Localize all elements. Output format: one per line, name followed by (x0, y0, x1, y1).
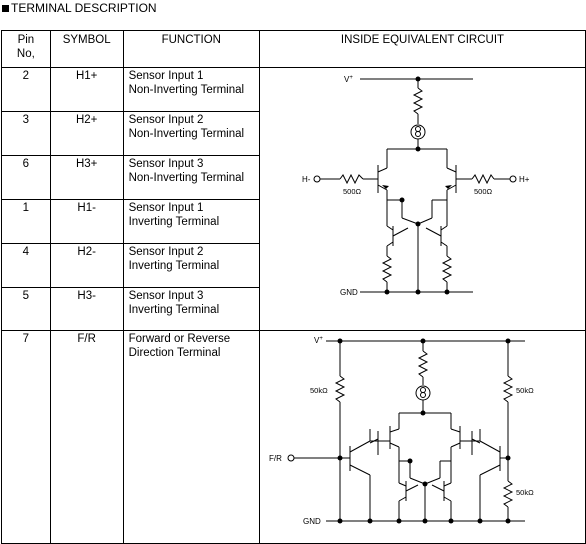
symbol-cell: H1+ (49, 67, 124, 112)
vplus-label: V+ (314, 336, 323, 345)
function-line2: Inverting Terminal (128, 216, 220, 228)
pin-cell: 1 (1, 199, 51, 244)
function-line2: Non-Inverting Terminal (128, 128, 245, 140)
function-line1: Sensor Input 3 (128, 158, 204, 170)
pin-cell: 5 (1, 287, 51, 331)
header-symbol: SYMBOL (49, 30, 124, 68)
function-cell: Sensor Input 2 Inverting Terminal (122, 243, 260, 288)
fr-terminal-label: F/R (269, 454, 282, 463)
function-line1: Sensor Input 2 (128, 246, 204, 258)
resistor-right-bottom-label: 50kΩ (516, 488, 534, 497)
symbol-cell: F/R (49, 330, 124, 544)
circuit-cell-sensor: V+ H- H+ 500Ω 500Ω GND (258, 67, 586, 331)
function-line2: Non-Inverting Terminal (128, 172, 245, 184)
function-line1: Forward or Reverse (128, 333, 231, 345)
gnd-label: GND (303, 517, 321, 526)
table-row: 6 H3+ Sensor Input 3 Non-Inverting Termin… (1, 155, 586, 200)
pin-cell: 6 (1, 155, 51, 200)
resistor-left-label: 500Ω (343, 187, 362, 196)
function-line1: Sensor Input 1 (128, 202, 204, 214)
symbol-cell: H3+ (49, 155, 124, 200)
pin-cell: 4 (1, 243, 51, 288)
square-bullet-icon (2, 5, 9, 12)
header-circuit: INSIDE EQUIVALENT CIRCUIT (258, 30, 586, 68)
resistor-right-label: 500Ω (474, 187, 493, 196)
pin-cell: 3 (1, 111, 51, 156)
table-row: 5 H3- Sensor Input 3 Inverting Terminal (1, 287, 586, 331)
gnd-label: GND (340, 288, 358, 297)
table-row: 4 H2- Sensor Input 2 Inverting Terminal (1, 243, 586, 288)
function-line1: Sensor Input 3 (128, 290, 204, 302)
symbol-cell: H2- (49, 243, 124, 288)
h-minus-label: H- (302, 175, 311, 184)
section-title: TERMINAL DESCRIPTION (2, 1, 157, 15)
sensor-input-equivalent-circuit: V+ H- H+ 500Ω 500Ω GND (302, 75, 530, 297)
function-line1: Sensor Input 2 (128, 114, 204, 126)
pin-cell: 2 (1, 67, 51, 112)
pin-cell: 7 (1, 330, 51, 544)
function-line2: Direction Terminal (128, 347, 221, 359)
header-function: FUNCTION (122, 30, 260, 68)
table-row: 1 H1- Sensor Input 1 Inverting Terminal (1, 199, 586, 244)
function-cell: Sensor Input 2 Non-Inverting Terminal (122, 111, 260, 156)
function-cell: Sensor Input 1 Inverting Terminal (122, 199, 260, 244)
resistor-right-top-label: 50kΩ (516, 386, 534, 395)
vplus-label: V+ (344, 75, 353, 84)
function-line1: Sensor Input 1 (128, 70, 204, 82)
h-plus-label: H+ (519, 175, 530, 184)
resistor-left-label: 50kΩ (310, 386, 328, 395)
fr-equivalent-circuit: V+ 50kΩ 50kΩ 50kΩ F/R GND (269, 336, 534, 526)
function-cell: Sensor Input 1 Non-Inverting Terminal (122, 67, 260, 112)
function-line2: Inverting Terminal (128, 260, 220, 272)
circuit-cell-fr: V+ 50kΩ 50kΩ 50kΩ F/R GND (258, 330, 586, 544)
header-pin-line2: No, (16, 48, 35, 60)
function-line2: Inverting Terminal (128, 304, 220, 316)
function-cell: Sensor Input 3 Non-Inverting Terminal (122, 155, 260, 200)
table-row: 2 H1+ Sensor Input 1 Non-Inverting Termin… (1, 67, 586, 331)
header-pin-line1: Pin (17, 34, 35, 46)
section-title-text: TERMINAL DESCRIPTION (11, 1, 157, 15)
symbol-cell: H2+ (49, 111, 124, 156)
symbol-cell: H3- (49, 287, 124, 331)
symbol-cell: H1- (49, 199, 124, 244)
function-cell: Sensor Input 3 Inverting Terminal (122, 287, 260, 331)
function-line2: Non-Inverting Terminal (128, 84, 245, 96)
